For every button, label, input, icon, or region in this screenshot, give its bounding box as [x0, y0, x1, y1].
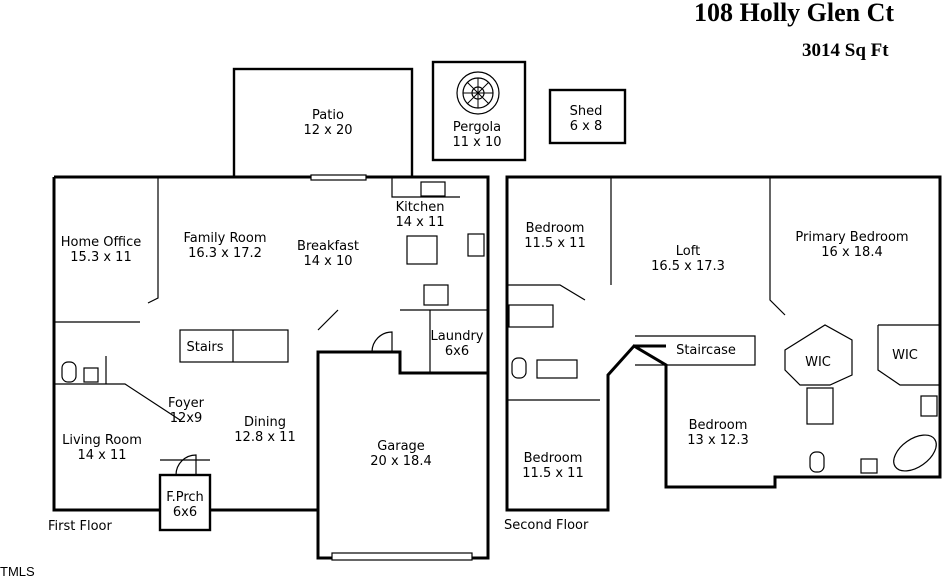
square-footage: 3014 Sq Ft [802, 40, 889, 61]
stairs-outline [179, 329, 289, 363]
property-address: 108 Holly Glen Ct [694, 0, 895, 27]
toilet-icon [61, 361, 77, 383]
second-floor-walls [505, 175, 942, 512]
patio-slider-door [310, 174, 367, 181]
second-floor-label: Second Floor [504, 518, 589, 533]
soaking-tub-icon [893, 434, 937, 472]
shed-outline [548, 88, 627, 145]
pergola-outline [431, 60, 527, 162]
primary-toilet-icon [809, 451, 825, 473]
shower-icon [806, 387, 834, 425]
kitchen-island [406, 235, 438, 265]
room-label-staircase: Staircase [676, 343, 736, 358]
sink-icon [83, 367, 99, 383]
front-door-swing [175, 454, 197, 476]
first-floor-label: First Floor [48, 519, 112, 534]
first-floor-walls [52, 174, 490, 561]
room-label-wic-left: WIC [805, 355, 831, 370]
primary-sink-icon [860, 458, 878, 474]
front-porch-outline [158, 473, 212, 532]
pergola-fountain-icon [456, 71, 500, 115]
tub-icon [508, 304, 554, 328]
garage-door-swing [371, 331, 393, 353]
range-icon [467, 233, 485, 257]
double-vanity-icon [536, 359, 578, 379]
refrigerator-icon [423, 284, 449, 306]
vanity-icon [920, 395, 938, 417]
toilet-icon-upper [511, 357, 527, 379]
mls-credit: TMLS [0, 564, 35, 579]
garage-door [331, 552, 473, 561]
kitchen-sink-icon [420, 181, 446, 197]
room-label-stairs: Stairs [186, 340, 224, 355]
room-label-wic-right: WIC [892, 348, 918, 363]
